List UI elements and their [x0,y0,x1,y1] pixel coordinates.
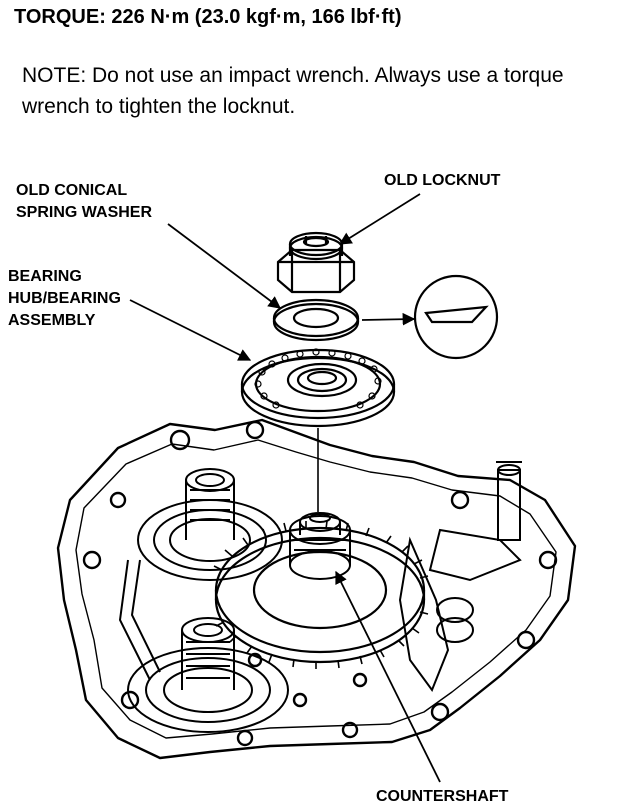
bearing-hub-label-line-1: BEARING [8,268,82,285]
ring-gear [213,520,429,669]
washer-section-detail [413,274,499,360]
old-conical-spring-washer-label: OLD CONICAL SPRING WASHER [16,180,152,224]
bearing-hub-label-line-3: ASSEMBLY [8,312,96,329]
mainshaft-assembly [137,468,283,581]
old-locknut-label: OLD LOCKNUT [384,172,501,189]
shift-linkage [118,461,522,693]
lower-shaft-assembly [127,617,289,733]
bearing-hub-assembly-label: BEARING HUB/BEARING ASSEMBLY [8,266,121,332]
torque-spec: TORQUE: 226 N·m (23.0 kgf·m, 166 lbf·ft) [14,6,402,28]
bearing-hub-label-line-2: HUB/BEARING [8,290,121,307]
locknut [276,231,356,294]
transmission-housing [56,418,577,760]
bearing-hub-leader [129,299,252,361]
countershaft-label: COUNTERSHAFT [376,788,509,805]
conical-spring-washer [272,298,360,342]
countershaft-leader [335,570,441,783]
old-locknut-leader [338,193,421,245]
note-text: NOTE: Do not use an impact wrench. Alway… [22,64,564,118]
old-conical-leader [167,223,282,309]
detail-leader-line [361,312,416,326]
old-conical-label-line-1: OLD CONICAL [16,182,128,199]
bearing-hub-assembly [240,348,396,428]
countershaft [289,512,351,580]
old-conical-label-line-2: SPRING WASHER [16,204,153,221]
